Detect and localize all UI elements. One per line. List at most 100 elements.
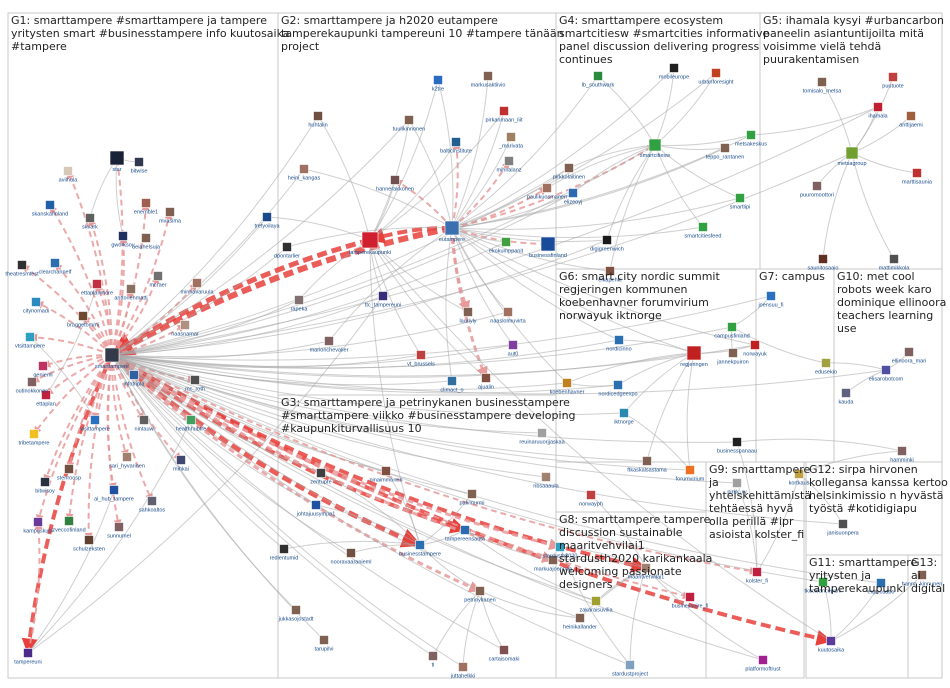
node-minnavaruula[interactable]: minnavaruula bbox=[180, 278, 214, 296]
node-avatar[interactable] bbox=[109, 485, 119, 495]
node-ettaplanmore[interactable]: ettaplanmore bbox=[81, 279, 113, 297]
node-avatar[interactable] bbox=[186, 415, 196, 425]
node-avatar[interactable] bbox=[642, 456, 652, 466]
node-mobileurope[interactable]: mobileurope bbox=[659, 63, 689, 81]
node-markuajoenpaa[interactable]: markuajoenpaa bbox=[534, 555, 573, 573]
node-avatar[interactable] bbox=[279, 544, 289, 554]
node-avatar[interactable] bbox=[415, 540, 425, 550]
node-avatar[interactable] bbox=[90, 415, 100, 425]
node-avatar[interactable] bbox=[591, 596, 601, 606]
node-tkucleancepark[interactable]: tkucleancepark bbox=[805, 577, 842, 595]
node-avatar[interactable] bbox=[669, 63, 679, 73]
node-tl[interactable]: tl bbox=[428, 651, 438, 669]
node-elisarobotcom[interactable]: elisarobotcom bbox=[869, 365, 904, 383]
node-avatar[interactable] bbox=[889, 254, 899, 264]
node-eutampere[interactable]: eutampere bbox=[439, 220, 465, 243]
node-visittampere[interactable]: visittampere bbox=[80, 415, 110, 433]
node-avatar[interactable] bbox=[27, 377, 37, 387]
node-ai_hub_tampere[interactable]: ai_hub_tampere bbox=[94, 485, 134, 503]
node-teppo_rantanen[interactable]: teppo_rantanen bbox=[706, 143, 745, 161]
node-avatar[interactable] bbox=[917, 570, 927, 580]
node-kampuskubi[interactable]: kampuskubi bbox=[23, 517, 53, 535]
node-avatar[interactable] bbox=[483, 71, 493, 81]
node-avatar[interactable] bbox=[912, 168, 922, 178]
node-avatar[interactable] bbox=[904, 347, 914, 357]
node-businesstampere[interactable]: businesstampere bbox=[399, 540, 441, 558]
node-lauriyly[interactable]: lauriyly bbox=[459, 307, 477, 325]
node-ribsaaaula[interactable]: ribsaaaula bbox=[533, 472, 560, 490]
node-avatar[interactable] bbox=[897, 446, 907, 456]
node-infotripla[interactable]: infotripla bbox=[124, 370, 146, 388]
node-avatar[interactable] bbox=[821, 358, 831, 368]
node-avatar[interactable] bbox=[134, 157, 144, 167]
node-avatar[interactable] bbox=[463, 307, 473, 317]
node-avatar[interactable] bbox=[685, 465, 695, 475]
node-avatar[interactable] bbox=[818, 254, 828, 264]
node-tretyoilaya[interactable]: tretyoilaya bbox=[254, 212, 280, 230]
node-nordicinno[interactable]: nordicinno bbox=[606, 335, 632, 353]
node-hanna_kinnunen[interactable]: hanna_kinnunen bbox=[902, 570, 943, 588]
node-nintauw[interactable]: nintauw bbox=[135, 415, 154, 433]
node-avatar[interactable] bbox=[63, 166, 73, 176]
node-lb_southwark[interactable]: lb_southwark bbox=[582, 71, 615, 89]
node-avatar[interactable] bbox=[29, 429, 39, 439]
node-avatar[interactable] bbox=[262, 212, 272, 222]
node-ninaimmonen[interactable]: ninaimmonen bbox=[369, 466, 403, 484]
node-avatar[interactable] bbox=[141, 198, 151, 208]
node-balticinstitute[interactable]: balticinstitute bbox=[440, 137, 472, 155]
node-ttc_tampereuni[interactable]: ttc_tampereuni bbox=[365, 291, 401, 309]
node-smarttampere[interactable]: smarttampere bbox=[95, 347, 129, 370]
node-avatar[interactable] bbox=[50, 258, 60, 268]
node-avatar[interactable] bbox=[346, 548, 356, 558]
node-avatar[interactable] bbox=[732, 478, 742, 488]
node-dpontarlier[interactable]: dpontarlier bbox=[274, 242, 300, 260]
node-avatar[interactable] bbox=[619, 408, 629, 418]
node-metsagroup[interactable]: metsagroup bbox=[837, 146, 867, 167]
node-_marivata[interactable]: _marivata bbox=[498, 132, 524, 150]
node-ekokumppanit[interactable]: ekokumppanit bbox=[489, 237, 524, 255]
node-avatar[interactable] bbox=[881, 365, 891, 375]
node-heini_kangas[interactable]: heini_kangas bbox=[288, 164, 321, 182]
node-avatar[interactable] bbox=[873, 102, 883, 112]
node-outinokkonen[interactable]: outinokkonen bbox=[16, 377, 49, 395]
node-avatar[interactable] bbox=[404, 115, 414, 125]
node-avatar[interactable] bbox=[499, 106, 509, 116]
node-avatar[interactable] bbox=[614, 335, 624, 345]
node-avatar[interactable] bbox=[78, 311, 88, 321]
node-avatar[interactable] bbox=[888, 72, 898, 82]
node-avatar[interactable] bbox=[537, 428, 547, 438]
node-stenroosp[interactable]: stenroosp bbox=[57, 464, 81, 482]
node-avatar[interactable] bbox=[728, 348, 738, 358]
node-avatar[interactable] bbox=[541, 472, 551, 482]
node-avatar[interactable] bbox=[568, 188, 578, 198]
node-mvasima[interactable]: mvasima bbox=[159, 207, 182, 225]
node-skanskafinland[interactable]: skanskafinland bbox=[32, 200, 68, 218]
node-hannerakkonen[interactable]: hannerakkonen bbox=[376, 175, 414, 193]
node-avatar[interactable] bbox=[299, 164, 309, 174]
node-petrinykanen[interactable]: petrinykanen bbox=[464, 586, 496, 604]
node-ajualin[interactable]: ajualin bbox=[478, 373, 494, 391]
node-vtsittampere[interactable]: vtsittampere bbox=[15, 332, 45, 350]
node-avatar[interactable] bbox=[64, 464, 74, 474]
node-tamperekaupunki[interactable]: tamperekaupunki bbox=[349, 231, 391, 256]
node-avatar[interactable] bbox=[129, 370, 139, 380]
node-mihkai[interactable]: mihkai bbox=[173, 455, 189, 473]
node-bitwisoy[interactable]: bitwisoy bbox=[35, 477, 55, 495]
node-avatar[interactable] bbox=[686, 345, 702, 361]
node-avatar[interactable] bbox=[746, 130, 756, 140]
node-nordicedgeexpo[interactable]: nordicedgeexpo bbox=[598, 380, 638, 398]
node-metsakeskus[interactable]: metsakeskus bbox=[735, 130, 767, 148]
node-mcraer[interactable]: mcraer bbox=[149, 271, 167, 289]
node-avatar[interactable] bbox=[501, 237, 511, 247]
node-rapeka[interactable]: rapeka bbox=[291, 295, 309, 313]
node-tarupilvi[interactable]: tarupilvi bbox=[315, 635, 334, 653]
node-avatar[interactable] bbox=[104, 347, 120, 363]
node-avatar[interactable] bbox=[575, 613, 585, 623]
node-avatar[interactable] bbox=[122, 452, 132, 462]
node-avatar[interactable] bbox=[381, 466, 391, 476]
node-avatar[interactable] bbox=[845, 146, 859, 160]
node-avatar[interactable] bbox=[85, 213, 95, 223]
node-avatar[interactable] bbox=[84, 535, 94, 545]
node-avatar[interactable] bbox=[460, 525, 470, 535]
node-avatar[interactable] bbox=[126, 284, 136, 294]
